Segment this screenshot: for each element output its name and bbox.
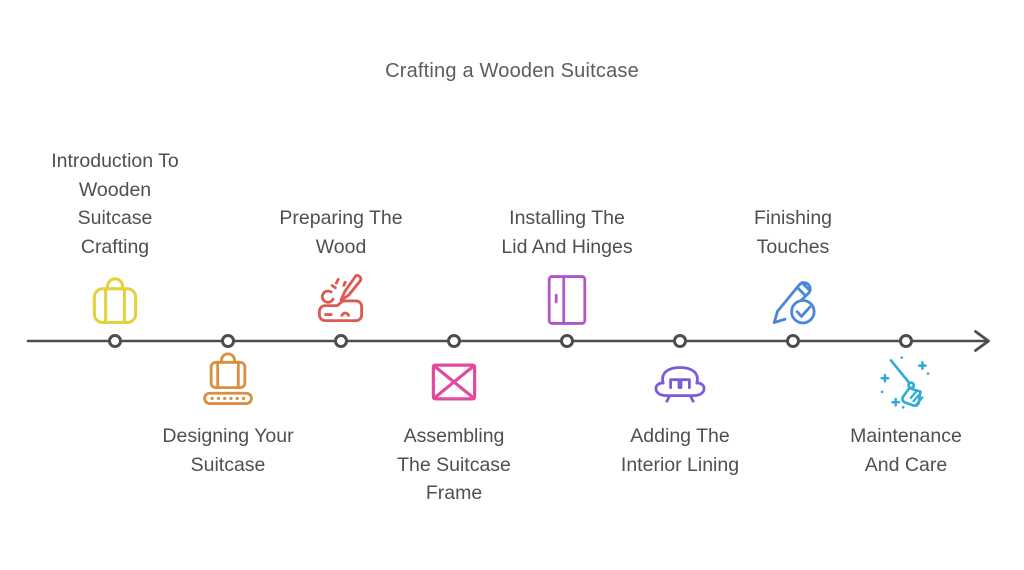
timeline-node bbox=[673, 334, 687, 348]
wood-carving-icon bbox=[311, 270, 371, 330]
step-label: Preparing The Wood bbox=[279, 207, 403, 258]
step-finishing-touches: Finishing Touches bbox=[678, 204, 908, 330]
step-designing: Designing Your Suitcase bbox=[113, 352, 343, 479]
timeline-nodes bbox=[108, 334, 913, 348]
timeline-node bbox=[899, 334, 913, 348]
step-label: Assembling The Suitcase Frame bbox=[397, 425, 511, 504]
step-label: Adding The Interior Lining bbox=[620, 425, 740, 476]
timeline-node bbox=[108, 334, 122, 348]
broom-icon bbox=[876, 352, 936, 412]
sofa-lining-icon bbox=[650, 352, 710, 412]
step-label: Introduction To Wooden Suitcase Crafting bbox=[51, 150, 179, 258]
diagram-title: Crafting a Wooden Suitcase bbox=[385, 60, 639, 82]
step-maintenance: Maintenance And Care bbox=[791, 352, 1021, 479]
timeline-node bbox=[560, 334, 574, 348]
step-lid-hinges: Installing The Lid And Hinges bbox=[452, 204, 682, 330]
lid-hinges-icon bbox=[537, 270, 597, 330]
step-interior-lining: Adding The Interior Lining bbox=[565, 352, 795, 479]
suitcase-icon bbox=[85, 270, 145, 330]
step-label: Finishing Touches bbox=[753, 207, 833, 258]
step-preparing-wood: Preparing The Wood bbox=[226, 204, 456, 330]
timeline-node bbox=[221, 334, 235, 348]
timeline-node bbox=[786, 334, 800, 348]
step-assembling-frame: Assembling The Suitcase Frame bbox=[339, 352, 569, 508]
timeline-node bbox=[447, 334, 461, 348]
conveyor-suitcase-icon bbox=[198, 352, 258, 412]
frame-cross-icon bbox=[424, 352, 484, 412]
pen-check-icon bbox=[763, 270, 823, 330]
step-label: Installing The Lid And Hinges bbox=[501, 207, 633, 258]
arrow-icon bbox=[974, 330, 990, 352]
timeline-node bbox=[334, 334, 348, 348]
step-label: Designing Your Suitcase bbox=[162, 425, 294, 476]
step-introduction: Introduction To Wooden Suitcase Crafting bbox=[0, 147, 230, 330]
step-label: Maintenance And Care bbox=[850, 425, 962, 476]
